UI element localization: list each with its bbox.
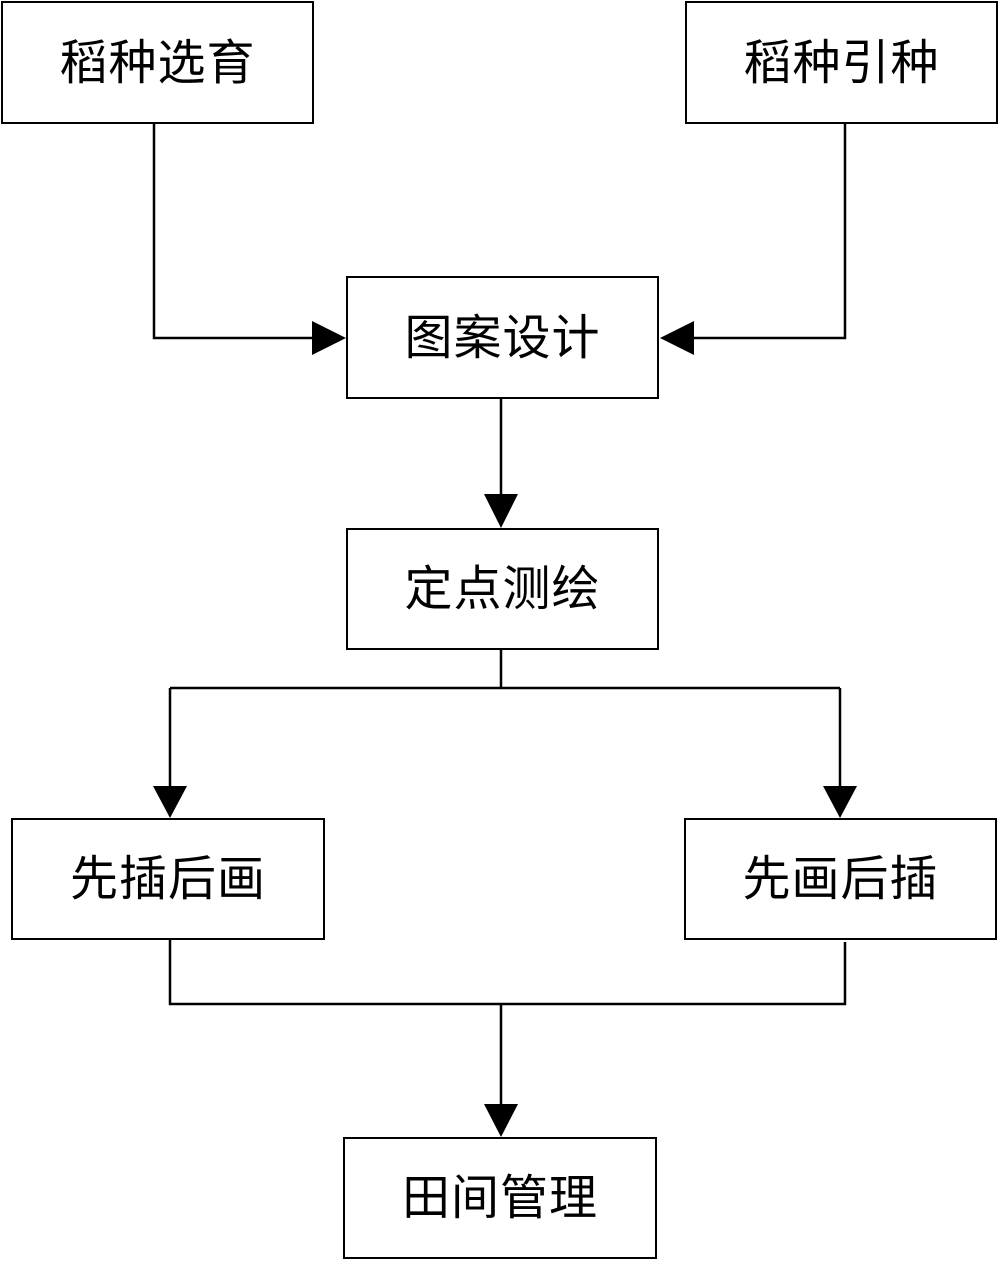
node-label: 图案设计	[404, 309, 601, 366]
node-field-management: 田间管理	[343, 1137, 657, 1259]
connector-introduction-to-design	[694, 124, 847, 340]
connector-merge-left	[168, 938, 501, 1006]
connector-merge-right	[501, 942, 847, 1006]
arrowhead-into-plant-then-draw	[153, 786, 187, 818]
node-label: 稻种选育	[59, 34, 256, 91]
arrowhead-into-design-right	[660, 321, 694, 355]
node-pattern-design: 图案设计	[346, 276, 659, 399]
arrowhead-into-draw-then-plant	[823, 786, 857, 818]
node-label: 田间管理	[401, 1170, 598, 1226]
node-label: 先插后画	[69, 851, 266, 907]
arrowhead-into-design-left	[312, 321, 346, 355]
node-label: 定点测绘	[404, 561, 601, 617]
arrowhead-into-field-management	[484, 1104, 518, 1137]
node-rice-introduction: 稻种引种	[685, 1, 998, 124]
node-rice-breeding: 稻种选育	[1, 1, 314, 124]
node-plant-then-draw: 先插后画	[11, 818, 325, 940]
node-draw-then-plant: 先画后插	[684, 818, 997, 940]
connector-breeding-to-design	[152, 124, 312, 340]
node-label: 先画后插	[742, 851, 939, 907]
arrowhead-into-survey	[484, 494, 518, 528]
node-label: 稻种引种	[743, 34, 940, 91]
node-fixed-point-survey: 定点测绘	[346, 528, 659, 650]
